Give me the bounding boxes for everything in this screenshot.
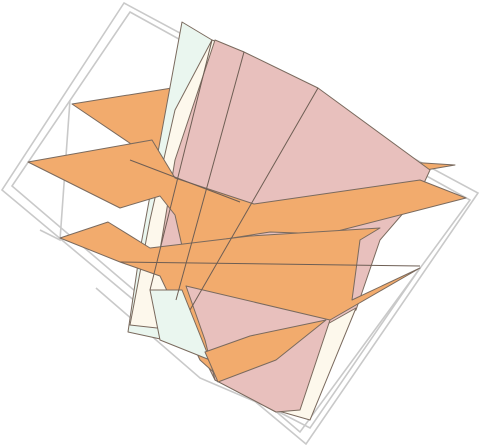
folded-planes bbox=[27, 21, 467, 421]
fold-edge-long bbox=[129, 159, 241, 203]
fold-edge-strip-2 bbox=[175, 51, 245, 301]
fold-edge-diagonal bbox=[189, 87, 319, 311]
inner-frame-line bbox=[39, 99, 71, 242]
fold-edges bbox=[119, 39, 421, 311]
fold-edge-strip bbox=[149, 39, 213, 291]
fold-edge-lower bbox=[119, 261, 421, 267]
orange-flap bbox=[204, 319, 327, 383]
